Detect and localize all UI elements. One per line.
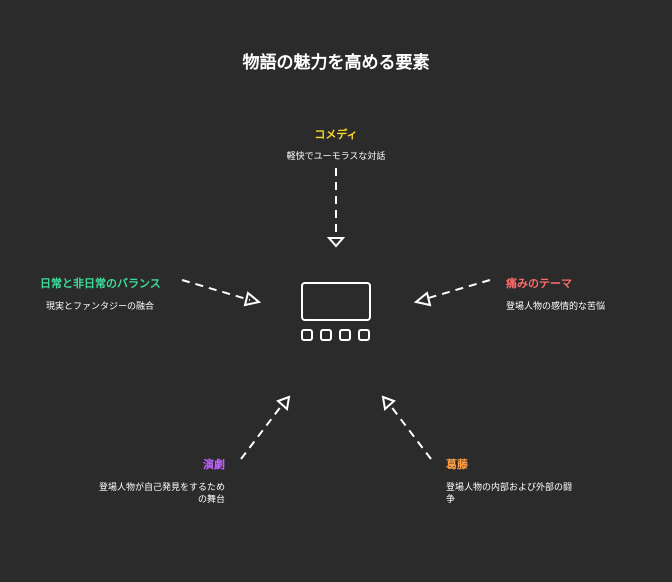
arrow-drama	[240, 395, 291, 460]
balance-desc: 現実とファンタジーの融合	[46, 302, 155, 312]
balance-label: 日常と非日常のバランス	[40, 277, 161, 290]
drama-label: 演劇	[203, 458, 225, 471]
arrow-comedy	[326, 168, 346, 248]
comedy-label: コメディ	[314, 128, 358, 141]
drama-desc-line1: 登場人物が自己発見をするため	[98, 483, 225, 493]
layout-icon	[301, 282, 371, 341]
drama-desc-line2: の舞台	[197, 495, 225, 505]
conflict-label: 葛藤	[446, 458, 468, 471]
conflict-desc: 登場人物の内部および外部の闘 争	[446, 482, 621, 506]
arrow-balance	[181, 279, 262, 307]
pain-desc: 登場人物の感情的な苦悩	[506, 302, 606, 312]
conflict-desc-line2: 争	[446, 495, 456, 505]
arrow-pain	[413, 279, 491, 307]
pain-label: 痛みのテーマ	[506, 277, 572, 290]
diagram-title: 物語の魅力を高める要素	[242, 53, 430, 73]
conflict-desc-line1: 登場人物の内部および外部の闘	[446, 483, 573, 493]
drama-desc: 登場人物が自己発見をするため の舞台	[60, 482, 225, 506]
comedy-desc: 軽快でユーモラスな対話	[286, 152, 386, 162]
arrow-conflict	[381, 395, 432, 460]
